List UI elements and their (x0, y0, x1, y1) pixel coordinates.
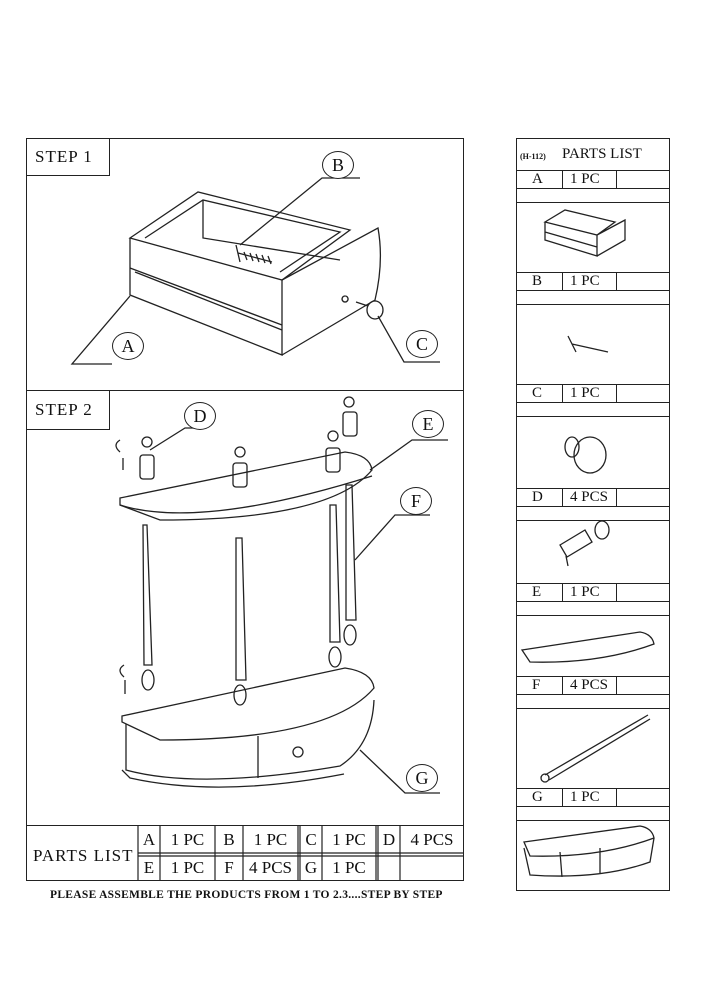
parts-table-grid (137, 825, 464, 880)
side-row-line (516, 583, 669, 584)
part-letter: A (142, 830, 156, 849)
callout-g: G (406, 764, 438, 792)
step2-title: STEP 2 (35, 400, 93, 419)
side-row-line (516, 676, 669, 677)
side-shelf-drawing (520, 631, 655, 663)
side-part-letter: G (532, 789, 543, 805)
step1-title: STEP 1 (35, 147, 93, 166)
side-part-letter: D (532, 489, 543, 505)
part-letter: G (304, 858, 318, 877)
callout-e: E (412, 410, 444, 438)
side-part-letter: E (532, 584, 542, 600)
part-letter: B (223, 830, 235, 849)
parts-table-title: PARTS LIST (33, 846, 134, 865)
side-screw-drawing (567, 335, 609, 353)
side-row-divider (562, 583, 563, 601)
side-finial-drawing (559, 520, 610, 567)
side-part-letter: B (532, 273, 543, 289)
side-row-line (516, 615, 669, 616)
screw-drawing (235, 244, 273, 265)
side-part-qty: 1 PC (570, 584, 600, 600)
part-qty: 1 PC (332, 830, 366, 849)
side-row-divider (562, 384, 563, 402)
part-qty: 4 PCS (249, 858, 292, 877)
side-knob-drawing (564, 436, 607, 474)
lower-shelf-drawing (121, 667, 375, 788)
side-row-line (516, 488, 669, 489)
step2-label-box (26, 390, 110, 430)
upper-shelf-drawing (119, 451, 373, 521)
side-row-divider (616, 384, 617, 402)
legs-drawing (141, 484, 357, 706)
main-frame (26, 138, 464, 881)
side-row-line (516, 601, 669, 602)
drawer-drawing (128, 191, 382, 356)
part-letter: C (305, 830, 317, 849)
side-row-line (516, 820, 669, 821)
side-row-line (516, 788, 669, 789)
side-row-line (516, 416, 669, 417)
finials-drawing (139, 396, 358, 488)
side-row-divider (616, 583, 617, 601)
part-qty: 1 PC (332, 858, 366, 877)
callout-b: B (322, 151, 354, 179)
side-part-letter: F (532, 677, 541, 693)
side-row-line (516, 694, 669, 695)
callout-a: A (112, 332, 144, 360)
side-row-line (516, 304, 669, 305)
side-list-title: PARTS LIST (562, 146, 642, 162)
side-row-line (516, 290, 669, 291)
side-row-line (516, 708, 669, 709)
part-qty: 1 PC (170, 858, 205, 877)
side-model-number: (H-112) (520, 152, 546, 161)
part-letter: F (224, 858, 234, 877)
part-qty: 1 PC (170, 830, 205, 849)
part-qty: 1 PC (253, 830, 288, 849)
side-part-qty: 1 PC (570, 789, 600, 805)
part-letter: D (382, 830, 396, 849)
side-part-qty: 1 PC (570, 171, 600, 187)
side-row-line (516, 806, 669, 807)
callout-c: C (406, 330, 438, 358)
side-drawer-drawing (543, 209, 626, 257)
side-row-line (516, 506, 669, 507)
side-row-divider (562, 170, 563, 188)
side-row-divider (562, 272, 563, 290)
side-part-letter: C (532, 385, 543, 401)
footer-instruction: PLEASE ASSEMBLE THE PRODUCTS FROM 1 TO 2… (50, 889, 443, 901)
side-row-line (516, 170, 669, 171)
side-part-qty: 4 PCS (570, 677, 608, 693)
side-row-line (516, 202, 669, 203)
side-row-divider (562, 488, 563, 506)
side-row-divider (616, 272, 617, 290)
side-row-divider (616, 488, 617, 506)
side-leg-drawing (540, 714, 651, 783)
side-row-divider (562, 676, 563, 694)
knob-drawing (355, 300, 384, 320)
step-divider (26, 390, 464, 391)
side-row-line (516, 384, 669, 385)
side-part-qty: 4 PCS (570, 489, 608, 505)
side-row-line (516, 520, 669, 521)
side-row-line (516, 188, 669, 189)
side-part-qty: 1 PC (570, 385, 600, 401)
side-base-drawing (523, 825, 655, 878)
side-part-qty: 1 PC (570, 273, 600, 289)
parts-divider (26, 825, 464, 826)
side-parts-list (516, 138, 670, 891)
callout-d: D (184, 402, 216, 430)
side-row-divider (616, 676, 617, 694)
part-letter: E (143, 858, 155, 877)
part-qty: 4 PCS (410, 830, 454, 849)
side-row-line (516, 402, 669, 403)
step1-label-box (26, 138, 110, 176)
side-row-divider (616, 788, 617, 806)
side-row-line (516, 272, 669, 273)
side-row-divider (616, 170, 617, 188)
side-part-letter: A (532, 171, 543, 187)
callout-f: F (400, 487, 432, 515)
side-row-divider (562, 788, 563, 806)
